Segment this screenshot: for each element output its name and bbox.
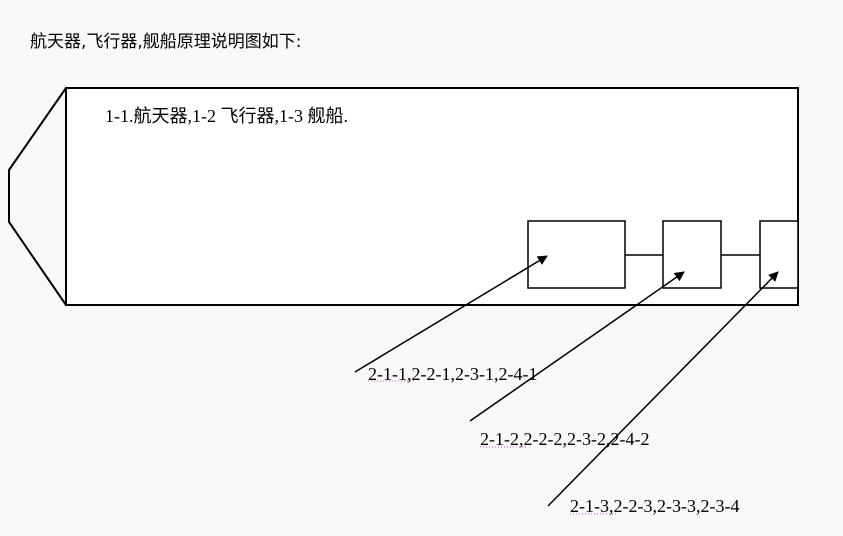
callout-arrow-3 [547,271,779,507]
callout-label-3: 2-1-3,2-2-3,2-3-3,2-3-4 [570,496,739,516]
component-box-3 [759,220,799,289]
component-box-1 [527,220,626,289]
component-box-2 [662,220,722,289]
vehicle-nose [8,87,67,306]
callout-label-1: 2-1-1,2-2-1,2-3-1,2-4-1 [368,364,537,384]
body-label: 1-1.航天器,1-2 飞行器,1-3 舰船. [105,106,348,126]
callout-arrow-2 [469,271,685,422]
callout-arrow-1 [354,255,548,373]
callout-label-2: 2-1-2,2-2-2,2-3-2,2-4-2 [480,429,649,449]
page-heading: 航天器,飞行器,舰船原理说明图如下: [30,32,302,52]
